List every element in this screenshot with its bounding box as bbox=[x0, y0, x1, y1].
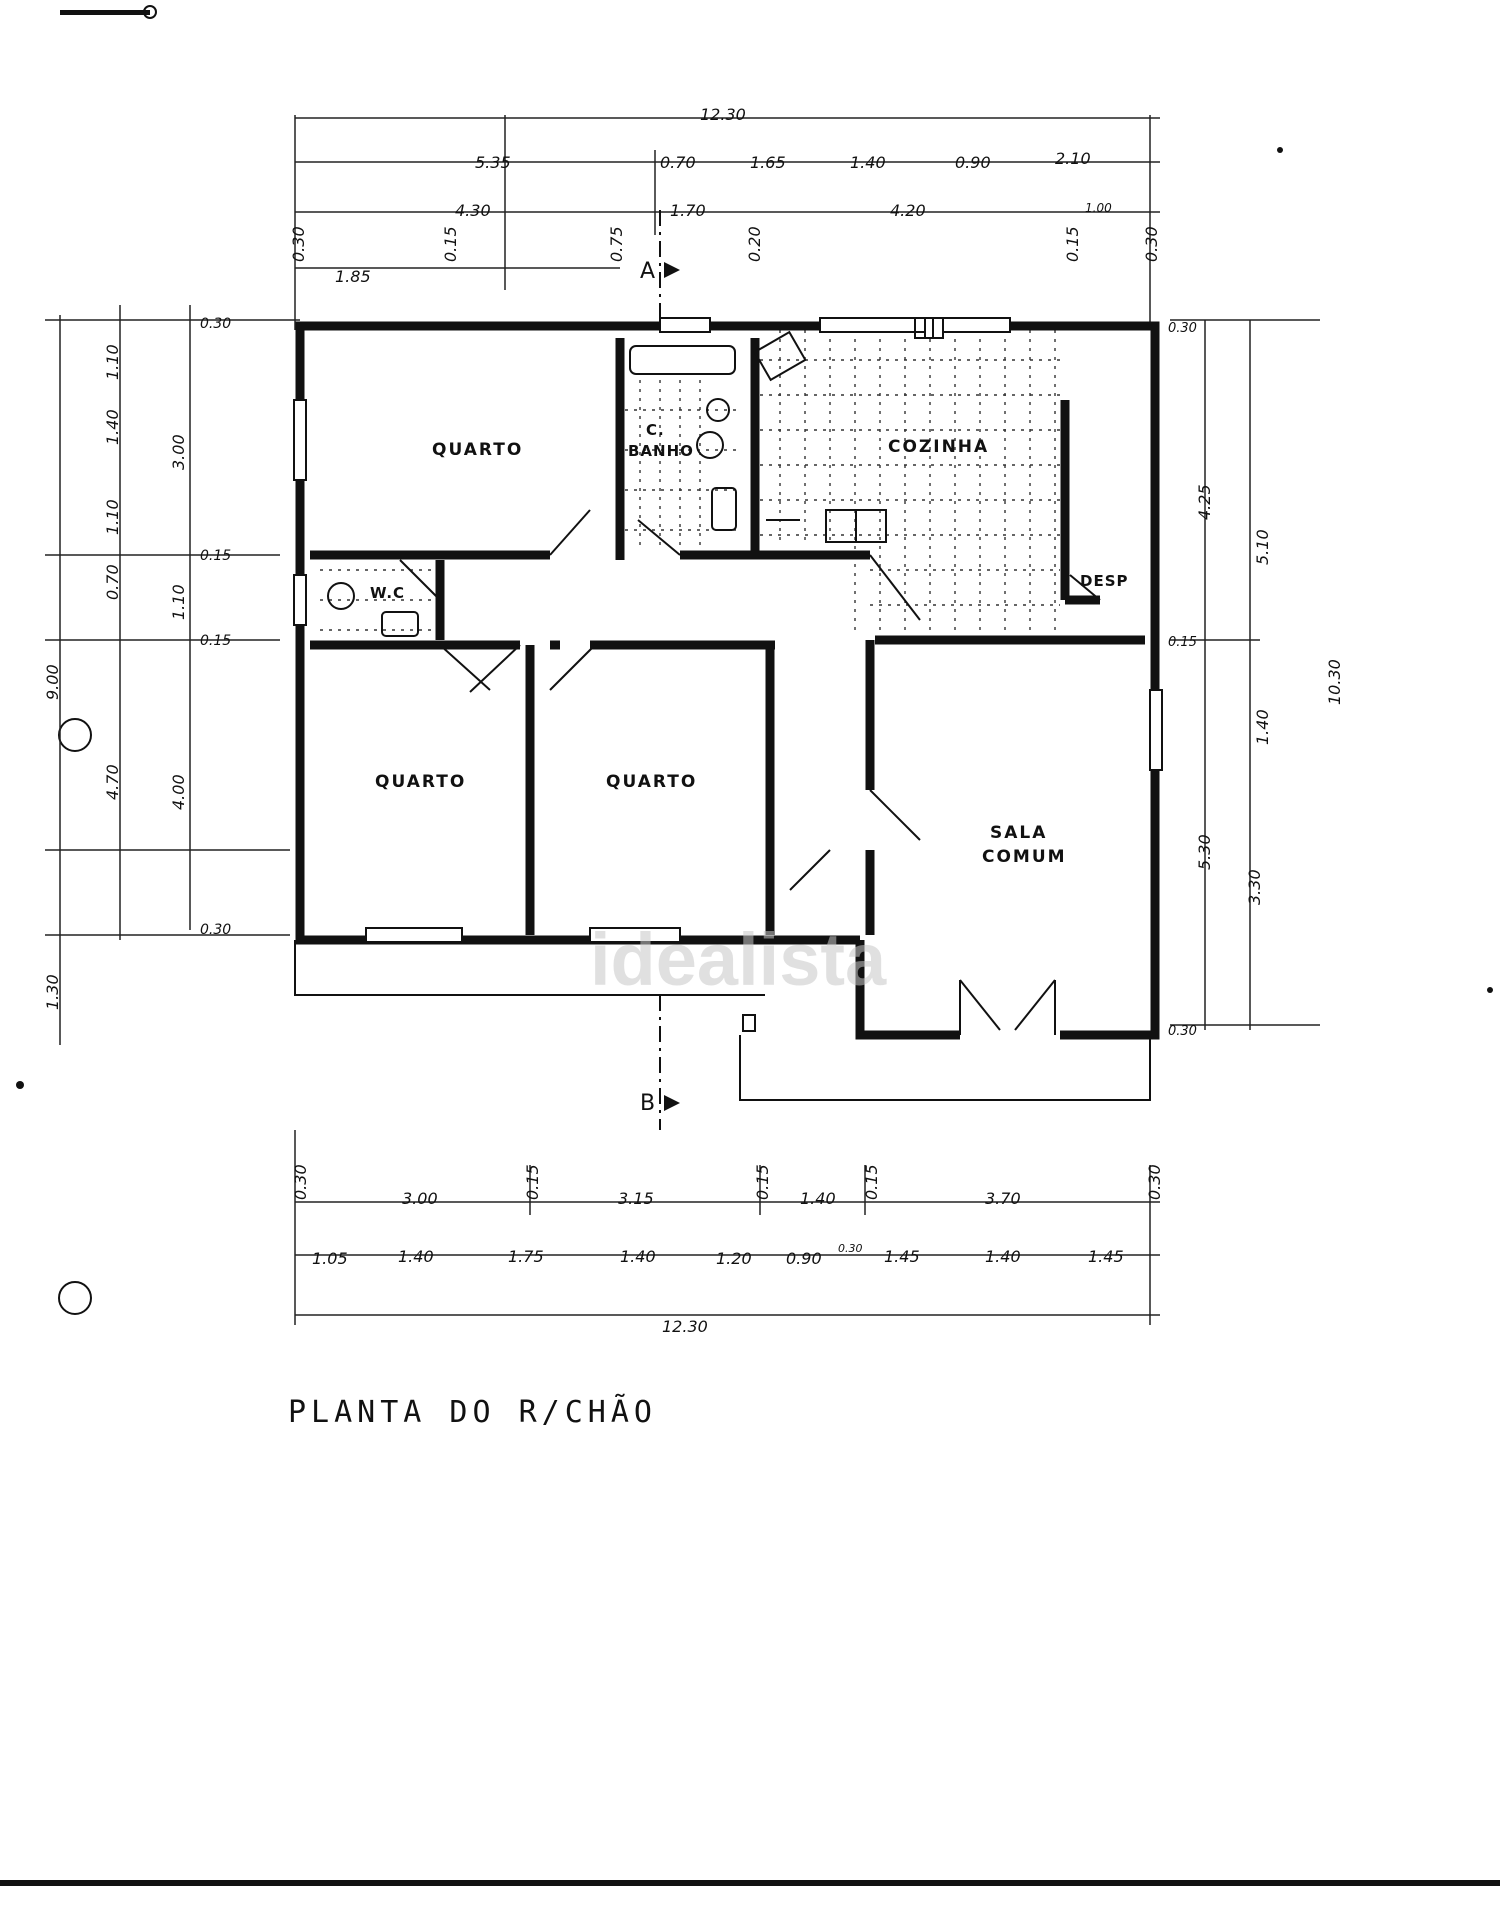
dim-bottom-r1-7: 3.70 bbox=[985, 1189, 1021, 1208]
dim-bottom-r2-7: 1.45 bbox=[884, 1247, 920, 1266]
room-label-wc: W.C bbox=[370, 584, 405, 602]
dim-right-col2-0: 5.10 bbox=[1253, 529, 1272, 565]
dim-bottom-r1-2: 0.15 bbox=[523, 1164, 542, 1200]
dim-top-r1-1: 0.70 bbox=[660, 153, 696, 172]
dim-top-r1-5: 2.10 bbox=[1055, 149, 1091, 168]
dim-top-r1-4: 0.90 bbox=[955, 153, 991, 172]
dim-bottom-r2-3: 1.40 bbox=[620, 1247, 656, 1266]
section-markers: A B bbox=[640, 259, 680, 1116]
dim-bottom-r2-6: 0.30 bbox=[838, 1242, 863, 1255]
dim-right-col2-2: 3.30 bbox=[1245, 869, 1264, 905]
left-dimensions: 9.00 1.10 1.40 1.10 0.70 4.70 1.30 0.30 … bbox=[43, 316, 231, 1010]
dim-left-col-1: 1.40 bbox=[103, 409, 122, 445]
drawing-title: PLANTA DO R/CHÃO bbox=[288, 1394, 657, 1430]
bottom-dimensions: 0.30 3.00 0.15 3.15 0.15 1.40 0.15 3.70 … bbox=[291, 1164, 1164, 1336]
dim-bottom-r2-4: 1.20 bbox=[716, 1249, 752, 1268]
dim-right-col1-2: 0.15 bbox=[1168, 635, 1197, 650]
dim-bottom-r1-3: 3.15 bbox=[618, 1189, 654, 1208]
dim-top-r3-3: 0.75 bbox=[607, 226, 626, 262]
room-label-sala: SALA bbox=[990, 823, 1047, 843]
dim-left-col-0: 1.10 bbox=[103, 344, 122, 380]
dim-left-col-5: 1.30 bbox=[43, 974, 62, 1010]
dim-top-r3-4: 0.20 bbox=[745, 226, 764, 262]
dim-bottom-total: 12.30 bbox=[662, 1317, 708, 1336]
dim-right-col1-3: 5.30 bbox=[1195, 834, 1214, 870]
dim-top-r2-0: 4.30 bbox=[455, 201, 491, 220]
dim-left-inner-2: 0.15 bbox=[200, 548, 231, 564]
dim-top-r1-0: 5.35 bbox=[475, 153, 511, 172]
section-a-label: A bbox=[640, 259, 655, 284]
dim-top-r2-1: 1.70 bbox=[670, 201, 706, 220]
dim-right-col1-0: 0.30 bbox=[1168, 321, 1197, 336]
watermark-text: idealista bbox=[590, 918, 887, 1001]
dim-top-r1-3: 1.40 bbox=[850, 153, 886, 172]
dim-bottom-r2-5: 0.90 bbox=[786, 1249, 822, 1268]
dim-bottom-r1-0: 0.30 bbox=[291, 1164, 310, 1200]
terrace-outline bbox=[294, 210, 1151, 1130]
dim-top-r2-3: 1.00 bbox=[1085, 201, 1112, 215]
dim-bottom-r1-1: 3.00 bbox=[402, 1189, 438, 1208]
dimension-lines bbox=[45, 115, 1320, 1325]
dim-left-inner-0: 0.30 bbox=[200, 316, 231, 332]
room-labels: QUARTO C. BANHO COZINHA W.C DESP QUARTO … bbox=[370, 421, 1129, 867]
dim-bottom-r2-2: 1.75 bbox=[508, 1247, 544, 1266]
dim-left-col-4: 4.70 bbox=[103, 764, 122, 800]
dim-bottom-r2-0: 1.05 bbox=[312, 1249, 348, 1268]
kitchen-tile-grid bbox=[760, 330, 1060, 630]
room-label-quarto-left: QUARTO bbox=[375, 772, 466, 792]
bathroom-tile-grid bbox=[320, 380, 740, 631]
dim-bottom-r1-5: 1.40 bbox=[800, 1189, 836, 1208]
room-label-banho: BANHO bbox=[628, 442, 694, 460]
scan-marks bbox=[0, 5, 1500, 1886]
room-label-quarto-top: QUARTO bbox=[432, 440, 523, 460]
dim-left-inner-5: 4.00 bbox=[169, 774, 188, 810]
dim-left-col-2: 1.10 bbox=[103, 499, 122, 535]
dim-top-r3-5: 0.15 bbox=[1063, 226, 1082, 262]
dim-top-r3-6: 0.30 bbox=[1142, 226, 1161, 262]
dim-top-r3-2: 0.15 bbox=[441, 226, 460, 262]
dim-right-col1-1: 4.25 bbox=[1195, 484, 1214, 520]
dim-bottom-r2-8: 1.40 bbox=[985, 1247, 1021, 1266]
dim-right-col1-4: 0.30 bbox=[1168, 1024, 1197, 1039]
dim-bottom-r2-1: 1.40 bbox=[398, 1247, 434, 1266]
dim-top-r2-2: 4.20 bbox=[890, 201, 926, 220]
room-label-cozinha: COZINHA bbox=[888, 437, 989, 457]
doors bbox=[399, 509, 1101, 1035]
room-label-comum: COMUM bbox=[982, 847, 1067, 867]
dim-left-inner-1: 3.00 bbox=[169, 434, 188, 470]
dim-bottom-r1-4: 0.15 bbox=[753, 1164, 772, 1200]
dim-left-total: 9.00 bbox=[43, 664, 62, 700]
room-label-quarto-mid: QUARTO bbox=[606, 772, 697, 792]
dim-bottom-r1-8: 0.30 bbox=[1145, 1164, 1164, 1200]
dim-left-inner-3: 1.10 bbox=[169, 584, 188, 620]
dim-right-total: 10.30 bbox=[1325, 659, 1344, 705]
fixtures bbox=[327, 317, 934, 1032]
dim-left-inner-4: 0.15 bbox=[200, 633, 231, 649]
dim-top-total: 12.30 bbox=[700, 105, 746, 124]
dim-top-r3-1: 0.30 bbox=[289, 226, 308, 262]
dim-left-inner-6: 0.30 bbox=[200, 922, 231, 938]
dim-bottom-r2-9: 1.45 bbox=[1088, 1247, 1124, 1266]
dim-top-r1-2: 1.65 bbox=[750, 153, 786, 172]
dim-right-col2-1: 1.40 bbox=[1253, 709, 1272, 745]
right-dimensions: 0.30 4.25 0.15 5.30 0.30 5.10 1.40 3.30 … bbox=[1168, 321, 1344, 1039]
dim-top-r3-0: 1.85 bbox=[335, 267, 371, 286]
top-dimensions: 12.30 5.35 0.70 1.65 1.40 0.90 2.10 4.30… bbox=[289, 105, 1161, 286]
room-label-desp: DESP bbox=[1080, 572, 1129, 590]
walls bbox=[295, 321, 1160, 1040]
dim-bottom-r1-6: 0.15 bbox=[862, 1164, 881, 1200]
section-b-label: B bbox=[640, 1091, 655, 1116]
dim-left-col-3: 0.70 bbox=[103, 564, 122, 600]
room-label-banho-c: C. bbox=[646, 421, 665, 439]
